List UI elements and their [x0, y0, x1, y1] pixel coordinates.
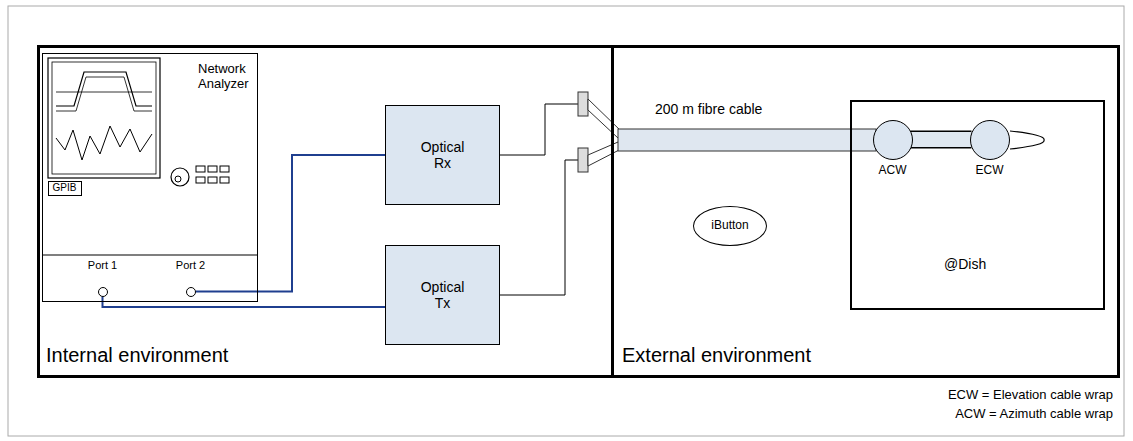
cable-tube — [911, 139, 972, 140]
cable-wrap-outline — [970, 120, 1010, 160]
port: Port 2 — [172, 259, 210, 297]
panel-divider — [42, 254, 258, 255]
node-text: External environment — [622, 344, 811, 367]
node-text: Port 1 — [88, 259, 117, 272]
cable-wrap-circle: ECW — [965, 120, 1015, 184]
node-text: @Dish — [944, 256, 986, 272]
port: Port 1 — [84, 259, 122, 297]
note-text: ECW = Elevation cable wrap — [948, 387, 1113, 402]
dish-feed-cone — [1010, 131, 1044, 149]
connector-line — [911, 131, 972, 149]
port-label-box: GPIB — [48, 181, 82, 196]
connector-line — [196, 155, 386, 292]
node-text: GPIB — [53, 182, 77, 194]
instrument-box: Network AnalyzerGPIB Port 1 Port 2 — [42, 53, 258, 302]
analyzer-controls — [171, 166, 229, 186]
cable-wrap-circle: ACW — [868, 120, 918, 184]
node-text: Network Analyzer — [198, 62, 256, 92]
picture-frame — [8, 6, 1124, 436]
fibre-lead — [500, 104, 578, 155]
dish-box: @Dish ACW ECW — [850, 100, 1105, 310]
node-text: iButton — [711, 219, 748, 233]
fibre-connector — [578, 148, 588, 172]
port-connector — [186, 287, 196, 297]
region: External environment @Dish ACW ECW iButton — [611, 45, 1120, 378]
fibre-tip — [588, 142, 621, 166]
fibre-lead — [500, 160, 578, 295]
coax-cable — [196, 155, 386, 292]
node-text: Optical Tx — [412, 279, 474, 311]
node-text: Internal environment — [46, 344, 228, 367]
fibre-cable — [618, 129, 876, 151]
port-connector — [98, 287, 108, 297]
node-text: Optical Rx — [412, 139, 474, 171]
process-box: Optical Rx — [385, 105, 500, 205]
node-text: ECW — [976, 164, 1004, 178]
fibre-connector — [578, 92, 588, 116]
note-text: ACW = Azimuth cable wrap — [955, 406, 1113, 421]
analyzer-screen — [48, 58, 160, 178]
sensor-ellipse: iButton — [693, 206, 767, 246]
node-text: ACW — [879, 164, 907, 178]
cable-wrap-outline — [873, 120, 913, 160]
fibre-tip — [588, 99, 621, 138]
region: Internal environment Network AnalyzerGPIB… — [37, 45, 614, 378]
cable-label: 200 m fibre cable — [655, 101, 762, 117]
node-text: Port 2 — [176, 259, 205, 272]
process-box: Optical Tx — [385, 245, 500, 345]
connector-fill — [911, 132, 972, 147]
